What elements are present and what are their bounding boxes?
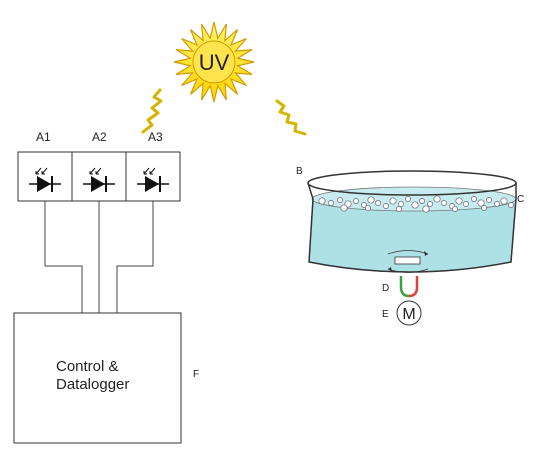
particle <box>383 203 389 209</box>
stirrer-coupling <box>399 276 419 298</box>
particle <box>441 200 447 206</box>
sensor-box-a2 <box>71 151 127 202</box>
uv-ray-right <box>275 99 307 136</box>
particle <box>452 206 458 212</box>
sensor-label-a3: A3 <box>148 130 163 144</box>
particle-layer <box>318 195 514 213</box>
particle <box>365 205 371 211</box>
controller-box <box>13 312 182 444</box>
particle <box>361 202 367 208</box>
controller-label-line1: Control & <box>56 358 119 375</box>
particle <box>419 198 425 204</box>
sensor-label-a2: A2 <box>92 130 107 144</box>
particle <box>486 197 492 203</box>
sensor-label-a1: A1 <box>36 130 51 144</box>
particle <box>389 197 397 205</box>
particle <box>481 205 487 211</box>
particle <box>405 196 411 202</box>
particle <box>328 200 334 206</box>
motor-label-e: E <box>382 309 389 320</box>
motor-symbol: M <box>402 306 415 323</box>
vessel-label-c: C <box>517 194 524 205</box>
stir-bar <box>387 250 429 273</box>
uv-ray-left <box>141 88 163 134</box>
particle <box>375 200 381 206</box>
particle <box>427 201 433 207</box>
particle <box>500 197 508 205</box>
sensor-box-a3 <box>125 151 181 202</box>
uv-label: UV <box>199 50 230 75</box>
coupling-label-d: D <box>382 283 389 294</box>
motor-icon <box>396 300 422 326</box>
particle <box>463 201 469 207</box>
particle <box>422 205 430 213</box>
photodiode-icon-a3 <box>137 167 169 192</box>
particle <box>471 196 477 202</box>
photodiode-icon-a2 <box>83 167 115 192</box>
particle <box>455 197 463 205</box>
sensor-array <box>17 151 181 202</box>
particle <box>477 199 485 207</box>
particle <box>433 195 441 203</box>
particle <box>398 201 404 207</box>
particle <box>396 206 402 212</box>
particle <box>508 202 514 208</box>
reaction-vessel <box>307 170 517 273</box>
vessel-label-b: B <box>296 166 303 177</box>
particle <box>494 201 500 207</box>
photodiode-icon-a1 <box>29 167 61 192</box>
particle <box>353 198 359 204</box>
particle <box>337 197 343 203</box>
particle <box>340 204 348 212</box>
uv-sun-icon: UV <box>173 21 255 103</box>
particle <box>367 196 375 204</box>
sensor-box-a1 <box>17 151 73 202</box>
sensor-wiring <box>44 201 154 313</box>
controller-label-line2: Datalogger <box>56 376 129 393</box>
particle <box>318 197 326 205</box>
particle <box>411 201 419 209</box>
controller-tag: F <box>193 369 199 380</box>
